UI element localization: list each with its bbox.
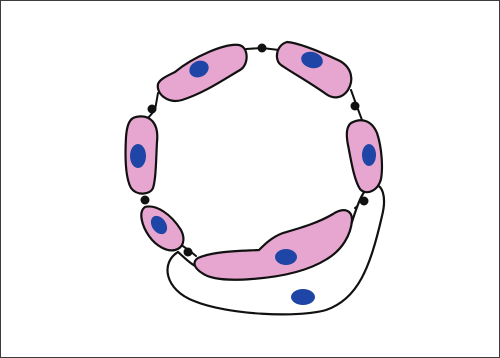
junction-dot (351, 102, 360, 111)
cell-left-upper-nucleus (130, 144, 146, 168)
outer-cell-nucleus (291, 289, 315, 305)
junction-dot (141, 196, 150, 205)
cell-bottom-elongated-nucleus (275, 249, 297, 265)
junction-dot (258, 44, 267, 53)
cell-top-right (277, 42, 351, 97)
junction-dot (148, 105, 157, 114)
cell-right-middle-nucleus (362, 144, 376, 166)
junction-dot (184, 248, 193, 257)
junction-dot (360, 197, 369, 206)
